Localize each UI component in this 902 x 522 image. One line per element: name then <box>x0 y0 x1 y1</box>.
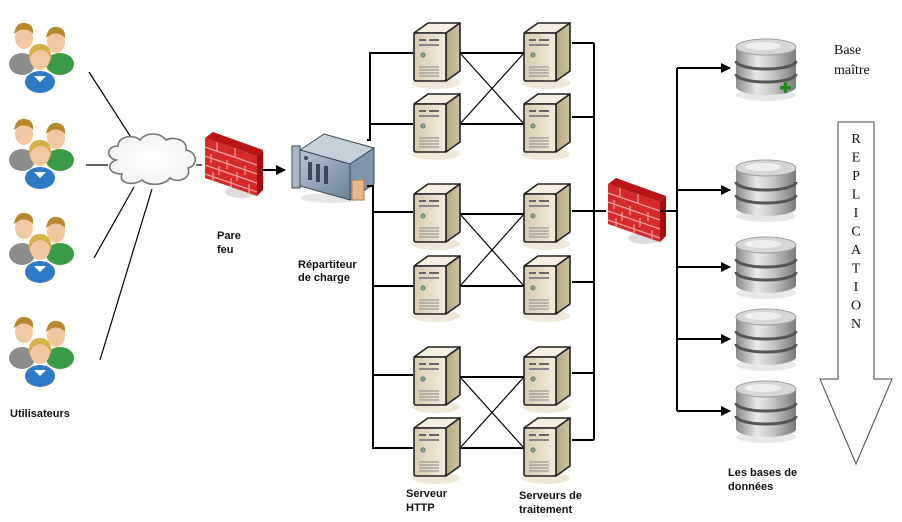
databases-label: Les bases de données <box>728 467 800 493</box>
replication-letter: L <box>852 188 861 203</box>
replication-letter: P <box>852 169 860 184</box>
http-server-icon <box>411 183 461 251</box>
users-group-icon <box>9 212 74 283</box>
replication-letter: I <box>854 280 859 295</box>
database-icon <box>734 235 798 301</box>
processing-server-icon <box>521 417 571 485</box>
users-label: Utilisateurs <box>10 408 70 420</box>
users-group-icon <box>9 22 74 93</box>
database-icon <box>734 307 798 373</box>
replication-arrow <box>819 121 893 466</box>
processing-server-icon <box>521 93 571 161</box>
database-icon <box>734 158 798 224</box>
server-cross-link <box>459 52 525 125</box>
http-server-icon <box>411 417 461 485</box>
user-links <box>86 71 153 361</box>
internet-cloud-icon <box>107 133 197 186</box>
http-server-icon <box>411 93 461 161</box>
firewall-icon <box>607 177 667 245</box>
server-clusters <box>411 22 571 485</box>
load-balancer-label: Répartiteur de charge <box>298 259 360 284</box>
database-icon <box>734 379 798 445</box>
replication-letter: I <box>854 206 859 221</box>
plus-icon <box>780 82 791 94</box>
replication-letter: C <box>851 225 860 240</box>
processing-server-icon <box>521 183 571 251</box>
firewall-icon <box>204 131 264 199</box>
processing-bus <box>572 42 606 441</box>
load-balancer-icon <box>291 133 376 203</box>
replication-letter: R <box>851 132 861 147</box>
processing-server-icon <box>521 255 571 323</box>
database-bus <box>660 63 731 416</box>
users-group-icon <box>9 118 74 189</box>
processing-server-icon <box>521 22 571 90</box>
balancer-bus <box>367 52 413 449</box>
http-server-label: Serveur HTTP <box>406 488 450 514</box>
replication-letter: T <box>852 262 861 277</box>
http-server-icon <box>411 22 461 90</box>
server-cross-link <box>459 213 525 287</box>
processing-server-icon <box>521 346 571 414</box>
replication-letter: E <box>852 151 861 166</box>
http-server-icon <box>411 346 461 414</box>
master-database <box>734 37 798 103</box>
http-server-icon <box>411 255 461 323</box>
processing-servers-label: Serveurs de traitement <box>519 490 585 516</box>
replication-letter: A <box>851 243 862 258</box>
master-db-label: Base maître <box>834 43 870 78</box>
firewall-label: Pare feu <box>217 230 244 256</box>
replication-letter: N <box>851 317 861 332</box>
server-cross-link <box>459 376 525 449</box>
replication-letter: O <box>851 299 861 314</box>
users-group-icon <box>9 316 74 387</box>
